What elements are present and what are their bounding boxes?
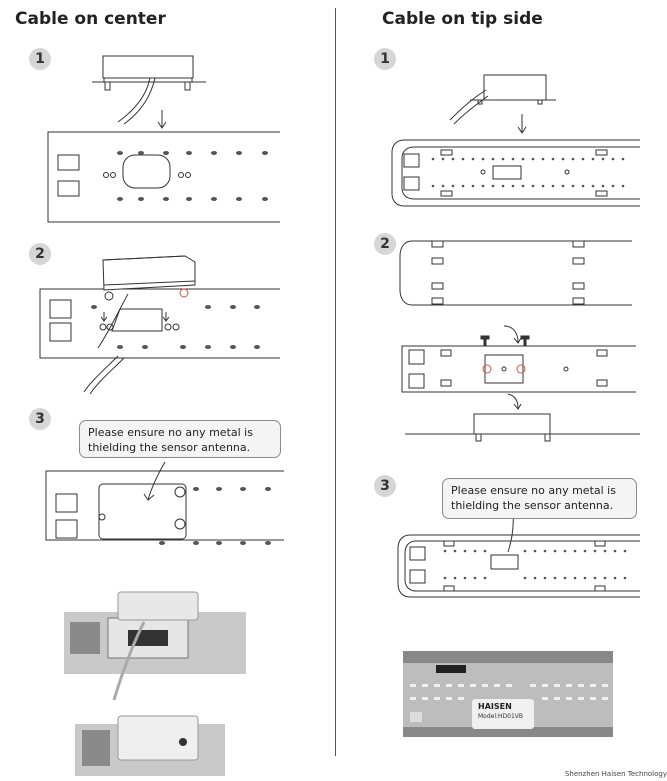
left-step1-plate — [47, 131, 280, 223]
left-title: Cable on center — [15, 9, 166, 29]
left-callout: Please ensure no any metal is thielding … — [79, 420, 281, 458]
left-step2-dots — [91, 305, 260, 349]
right-step2-plate — [401, 345, 636, 393]
right-step2-housing — [399, 240, 632, 306]
left-callout-line-1: Please ensure no any metal is — [88, 426, 253, 439]
right-step-1: 1 — [374, 48, 396, 70]
right-step3-housing — [397, 511, 640, 598]
left-step3-dots — [159, 487, 271, 545]
right-step-2: 2 — [374, 233, 396, 255]
right-step2-arrow-top — [503, 325, 522, 344]
left-callout-line-2: thielding the sensor antenna. — [88, 441, 251, 454]
right-title: Cable on tip side — [382, 9, 543, 29]
right-step2-screws — [480, 335, 530, 347]
right-step1-housing — [391, 139, 640, 207]
left-step3-plate — [45, 461, 284, 541]
right-step1-arrow — [517, 114, 527, 134]
left-photo-2 — [75, 715, 225, 776]
right-callout-line-2: thielding the sensor antenna. — [451, 499, 614, 512]
right-photo — [403, 651, 613, 737]
right-step2-arrow-mid — [507, 393, 522, 410]
left-step-2: 2 — [29, 243, 51, 265]
right-step2-bottom-box — [405, 413, 640, 442]
left-photo-1 — [64, 591, 246, 701]
photo-brand-label: HAISEN — [478, 702, 512, 711]
left-step-3: 3 — [29, 408, 51, 430]
right-step3-dots — [443, 549, 627, 580]
right-photo-led-dots — [410, 684, 608, 700]
right-step1-sensor-box — [449, 74, 556, 125]
left-step1-dots — [117, 151, 268, 201]
right-callout-line-1: Please ensure no any metal is — [451, 484, 616, 497]
footer-text: Shenzhen Haisen Technology — [564, 770, 667, 778]
right-step-3: 3 — [374, 475, 396, 497]
left-step-1: 1 — [29, 48, 51, 70]
left-step2-plate — [39, 288, 280, 359]
left-step1-sensor-box — [92, 55, 206, 125]
right-step1-dots — [431, 157, 625, 188]
photo-model-label: Model:HD01VB — [478, 713, 524, 720]
left-step2-sensor-box — [83, 255, 196, 395]
right-callout: Please ensure no any metal is thielding … — [442, 478, 637, 519]
column-divider — [335, 8, 336, 756]
left-step1-arrow — [157, 110, 167, 129]
